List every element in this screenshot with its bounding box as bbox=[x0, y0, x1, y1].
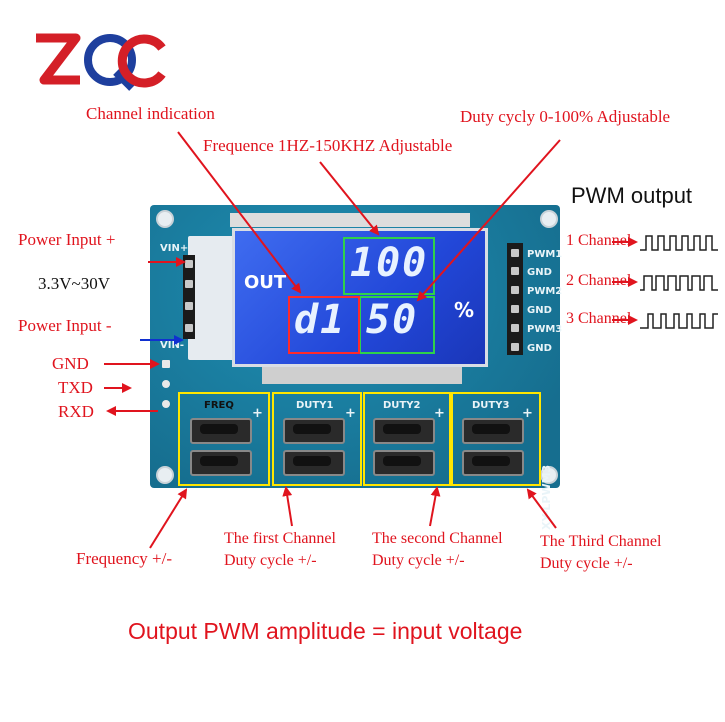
silk-gnd-a: GND bbox=[527, 267, 552, 278]
vin-pin-3 bbox=[185, 302, 193, 310]
pwm-output-label: PWM output bbox=[571, 183, 693, 208]
third-channel-label-line1: The Third Channel bbox=[540, 533, 662, 550]
pad-gnd bbox=[162, 360, 170, 368]
lcd-channel-value: d1 bbox=[294, 297, 347, 343]
first-channel-label-line1: The first Channel bbox=[224, 530, 336, 547]
vin-connector bbox=[183, 255, 195, 339]
channel-indication-label: Channel indication bbox=[86, 104, 215, 123]
voltage-range-label: 3.3V~30V bbox=[38, 274, 111, 293]
mount-hole-br bbox=[540, 466, 558, 484]
pwm-pin-1 bbox=[511, 249, 519, 257]
power-input-plus-label: Power Input + bbox=[18, 230, 116, 249]
footer-note: Output PWM amplitude = input voltage bbox=[128, 618, 523, 644]
lcd-percent: % bbox=[454, 298, 475, 322]
frequence-adjustable-label: Frequence 1HZ-150KHZ Adjustable bbox=[203, 136, 453, 155]
lcd-out-label: OUT bbox=[244, 272, 287, 293]
duty1-button-group bbox=[272, 392, 362, 486]
vin-pin-1 bbox=[185, 260, 193, 268]
freq-up-button[interactable] bbox=[190, 418, 252, 444]
silk-plus-2: + bbox=[345, 406, 356, 421]
silk-gnd-b: GND bbox=[527, 305, 552, 316]
rxd-label: RXD bbox=[58, 402, 94, 421]
arrow-duty-cycle bbox=[416, 139, 561, 302]
silk-pwm1: PWM1 bbox=[527, 249, 563, 260]
lcd-bottom-value: 50 bbox=[366, 297, 419, 343]
channel-3-label: 3 Channel bbox=[566, 310, 632, 327]
duty-highlight-box bbox=[359, 296, 435, 354]
pad-txd bbox=[162, 380, 170, 388]
mount-hole-tr bbox=[540, 210, 558, 228]
lcd-pin-strip-bottom bbox=[262, 362, 462, 384]
arrow-duty3 bbox=[526, 488, 557, 529]
duty3-button-group bbox=[451, 392, 541, 486]
silk-duty2: DUTY2 bbox=[383, 400, 421, 411]
duty2-button-group bbox=[363, 392, 451, 486]
pwm-pin-3 bbox=[511, 286, 519, 294]
pwm-pin-4 bbox=[511, 305, 519, 313]
second-channel-label-line1: The second Channel bbox=[372, 530, 503, 547]
duty3-up-button[interactable] bbox=[462, 418, 524, 444]
silk-duty1: DUTY1 bbox=[296, 400, 334, 411]
lcd-top-value: 100 bbox=[350, 240, 429, 286]
lcd-backlight-block bbox=[188, 236, 236, 360]
vin-pin-2 bbox=[185, 280, 193, 288]
logo-graphic bbox=[36, 33, 166, 91]
first-channel-label-line2: Duty cycle +/- bbox=[224, 552, 317, 569]
silk-gnd-c: GND bbox=[527, 343, 552, 354]
duty1-up-button[interactable] bbox=[283, 418, 345, 444]
silk-plus-1: + bbox=[252, 406, 263, 421]
channel-highlight-box bbox=[288, 296, 360, 354]
duty2-up-button[interactable] bbox=[373, 418, 435, 444]
silk-freq: FREQ bbox=[204, 400, 234, 411]
pwm-pin-6 bbox=[511, 343, 519, 351]
mount-hole-tl bbox=[156, 210, 174, 228]
third-channel-label-line2: Duty cycle +/- bbox=[540, 555, 633, 572]
frequency-highlight-box bbox=[343, 237, 435, 295]
second-channel-label-line2: Duty cycle +/- bbox=[372, 552, 465, 569]
logo bbox=[28, 18, 168, 98]
silk-vin-minus: VIN- bbox=[160, 340, 184, 351]
pwm-wave-1 bbox=[640, 235, 718, 251]
pwm-pin-2 bbox=[511, 267, 519, 275]
silk-pwm2: PWM2 bbox=[527, 286, 563, 297]
silk-plus-3: + bbox=[434, 406, 445, 421]
uart-pads bbox=[162, 360, 170, 408]
duty2-down-button[interactable] bbox=[373, 450, 435, 476]
arrow-frequency bbox=[149, 488, 188, 549]
arrow-duty1 bbox=[282, 486, 293, 527]
mount-hole-bl bbox=[156, 466, 174, 484]
pad-rxd bbox=[162, 400, 170, 408]
lcd-pin-strip-top bbox=[230, 213, 470, 227]
pwm-wave-2 bbox=[640, 275, 718, 291]
gnd-label: GND bbox=[52, 354, 89, 373]
arrow-duty2 bbox=[429, 486, 441, 527]
duty1-down-button[interactable] bbox=[283, 450, 345, 476]
silk-pwm3: PWM3 bbox=[527, 324, 563, 335]
freq-down-button[interactable] bbox=[190, 450, 252, 476]
power-input-minus-label: Power Input - bbox=[18, 316, 112, 335]
duty-cycle-adjustable-label: Duty cycly 0-100% Adjustable bbox=[460, 107, 671, 126]
arrow-frequence bbox=[319, 161, 380, 236]
frequency-button-label: Frequency +/- bbox=[76, 549, 172, 568]
silk-plus-4: + bbox=[522, 406, 533, 421]
duty3-down-button[interactable] bbox=[462, 450, 524, 476]
pwm-pin-5 bbox=[511, 324, 519, 332]
txd-label: TXD bbox=[58, 378, 93, 397]
channel-2-label: 2 Channel bbox=[566, 272, 632, 289]
silk-vin-plus: VIN+ bbox=[160, 243, 189, 254]
vin-pin-4 bbox=[185, 324, 193, 332]
freq-button-group bbox=[178, 392, 270, 486]
channel-1-label: 1 Channel bbox=[566, 232, 632, 249]
arrow-channel-indication bbox=[177, 131, 302, 294]
silk-duty3: DUTY3 bbox=[472, 400, 510, 411]
pwm-wave-3 bbox=[640, 313, 718, 329]
